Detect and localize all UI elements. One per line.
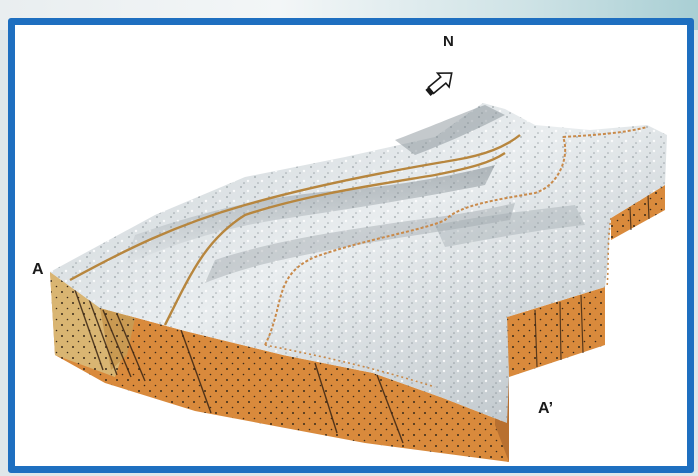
- north-label: N: [443, 33, 454, 50]
- section-label-a: A: [32, 261, 44, 279]
- block-diagram: [15, 25, 687, 466]
- north-arrow-icon: [422, 66, 457, 100]
- block-diagram-frame: N A A’: [8, 18, 694, 473]
- section-label-a-prime: A’: [538, 400, 553, 418]
